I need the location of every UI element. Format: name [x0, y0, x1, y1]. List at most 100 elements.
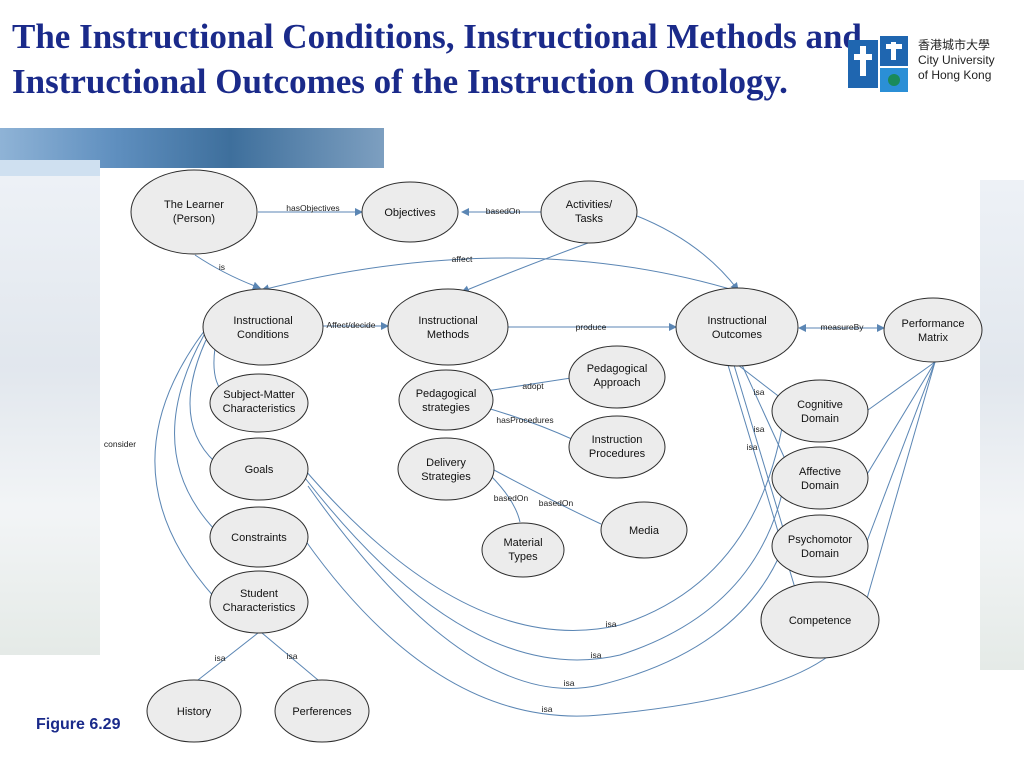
edge-affect	[261, 257, 741, 293]
node-delivery-strategies: Delivery Strategies	[397, 437, 495, 501]
edge-label-hasprocedures: hasProcedures	[496, 415, 553, 425]
node-activities: Activities/ Tasks	[540, 180, 638, 244]
edge-activities-methods	[461, 242, 589, 294]
node-instructional-outcomes: Instructional Outcomes	[675, 287, 799, 367]
edge-label-consider: consider	[104, 439, 136, 449]
page-title: The Instructional Conditions, Instructio…	[12, 17, 862, 101]
node-label: Objectives	[384, 207, 436, 219]
node-label: Pedagogical	[587, 363, 648, 375]
edge-isa-goals-cognitive	[304, 409, 786, 631]
node-label: Types	[508, 551, 538, 563]
node-label: Perferences	[292, 706, 352, 718]
node-label: Matrix	[918, 332, 948, 344]
edge-consider	[154, 329, 216, 599]
node-label: Constraints	[231, 532, 287, 544]
edge-label-isa-history: isa	[215, 653, 226, 663]
node-label: History	[177, 706, 212, 718]
node-label: Goals	[245, 464, 274, 476]
node-label: Student	[240, 588, 278, 600]
edge-basedon-media	[493, 469, 602, 525]
title-banner-strip	[0, 160, 100, 176]
node-perferences: Perferences	[274, 679, 370, 743]
cityu-logo-icon	[848, 36, 908, 92]
node-label: Activities/	[566, 199, 613, 211]
edge-label-isa-cognitive: isa	[754, 387, 765, 397]
edge-conditions-goals	[189, 339, 216, 463]
node-label: The Learner	[164, 199, 224, 211]
edge-isa-goals-affective	[304, 477, 786, 661]
node-instruction-procedures: Instruction Procedures	[568, 415, 666, 479]
node-label: Material	[503, 537, 542, 549]
edge-label-hasobjectives: hasObjectives	[286, 203, 339, 213]
edge-adopt	[479, 377, 572, 393]
node-competence: Competence	[760, 581, 880, 659]
node-constraints: Constraints	[209, 506, 309, 568]
edge-matrix-psycho	[865, 361, 936, 545]
node-label: Pedagogical	[416, 388, 477, 400]
edge-label-is: is	[219, 262, 225, 272]
node-label: Characteristics	[223, 403, 296, 415]
edge-label-affect: affect	[452, 254, 473, 264]
edge-label-basedon: basedOn	[486, 206, 521, 216]
node-label: Instructional	[233, 315, 292, 327]
edge-label-isa-4: isa	[542, 704, 553, 714]
figure-caption: Figure 6.29	[36, 716, 121, 733]
node-label: strategies	[422, 402, 470, 414]
node-media: Media	[600, 501, 688, 559]
diagram-edges	[154, 208, 936, 717]
node-instructional-methods: Instructional Methods	[387, 288, 509, 366]
edge-label-isa-3: isa	[564, 678, 575, 688]
node-label: Domain	[801, 413, 839, 425]
node-label: Instructional	[707, 315, 766, 327]
edge-student-history	[197, 632, 259, 681]
node-goals: Goals	[209, 437, 309, 501]
node-label: Delivery	[426, 457, 466, 469]
university-name-chinese: 香港城市大學	[918, 38, 991, 52]
university-name-line1: City University	[918, 53, 995, 67]
node-label: Domain	[801, 548, 839, 560]
node-label: Instruction	[592, 434, 643, 446]
node-label: Strategies	[421, 471, 471, 483]
node-label: Competence	[789, 615, 851, 627]
edge-label-basedon-media: basedOn	[539, 498, 574, 508]
edge-label-adopt: adopt	[522, 381, 544, 391]
university-name: 香港城市大學 City University of Hong Kong	[918, 38, 995, 83]
node-label: Characteristics	[223, 602, 296, 614]
node-label: Outcomes	[712, 329, 763, 341]
node-learner: The Learner (Person)	[130, 169, 258, 255]
node-pedagogical-strategies: Pedagogical strategies	[398, 369, 494, 431]
edge-labels: hasObjectives basedOn affect is Affect/d…	[104, 203, 864, 714]
edge-is	[194, 254, 261, 290]
background-photo-right	[980, 180, 1024, 670]
node-label: Affective	[799, 466, 841, 478]
node-performance-matrix: Performance Matrix	[883, 297, 983, 363]
edge-label-isa-affective: isa	[754, 424, 765, 434]
node-label: (Person)	[173, 213, 215, 225]
node-label: Subject-Matter	[223, 389, 295, 401]
edge-label-basedon-material: basedOn	[494, 493, 529, 503]
node-label: Approach	[593, 377, 640, 389]
node-label: Media	[629, 525, 660, 537]
node-label: Psychomotor	[788, 534, 853, 546]
edge-isa-goals-psycho	[307, 485, 783, 689]
node-material-types: Material Types	[481, 522, 565, 578]
edge-label-isa-1: isa	[606, 619, 617, 629]
node-label: Methods	[427, 329, 470, 341]
edge-basedon-material	[489, 474, 521, 523]
edge-label-measureby: measureBy	[821, 322, 865, 332]
node-label: Instructional	[418, 315, 477, 327]
university-name-line2: of Hong Kong	[918, 68, 992, 82]
edge-label-produce: produce	[576, 322, 607, 332]
node-label: Domain	[801, 480, 839, 492]
node-objectives: Objectives	[361, 181, 459, 243]
node-label: Procedures	[589, 448, 646, 460]
node-subject-matter: Subject-Matter Characteristics	[209, 373, 309, 433]
edge-label-isa-2: isa	[591, 650, 602, 660]
node-student-characteristics: Student Characteristics	[209, 570, 309, 634]
node-label: Tasks	[575, 213, 604, 225]
edge-matrix-affective	[865, 361, 936, 477]
edge-label-isa-psycho: isa	[747, 442, 758, 452]
node-psychomotor-domain: Psychomotor Domain	[771, 514, 869, 578]
background-photo-left	[0, 175, 100, 655]
